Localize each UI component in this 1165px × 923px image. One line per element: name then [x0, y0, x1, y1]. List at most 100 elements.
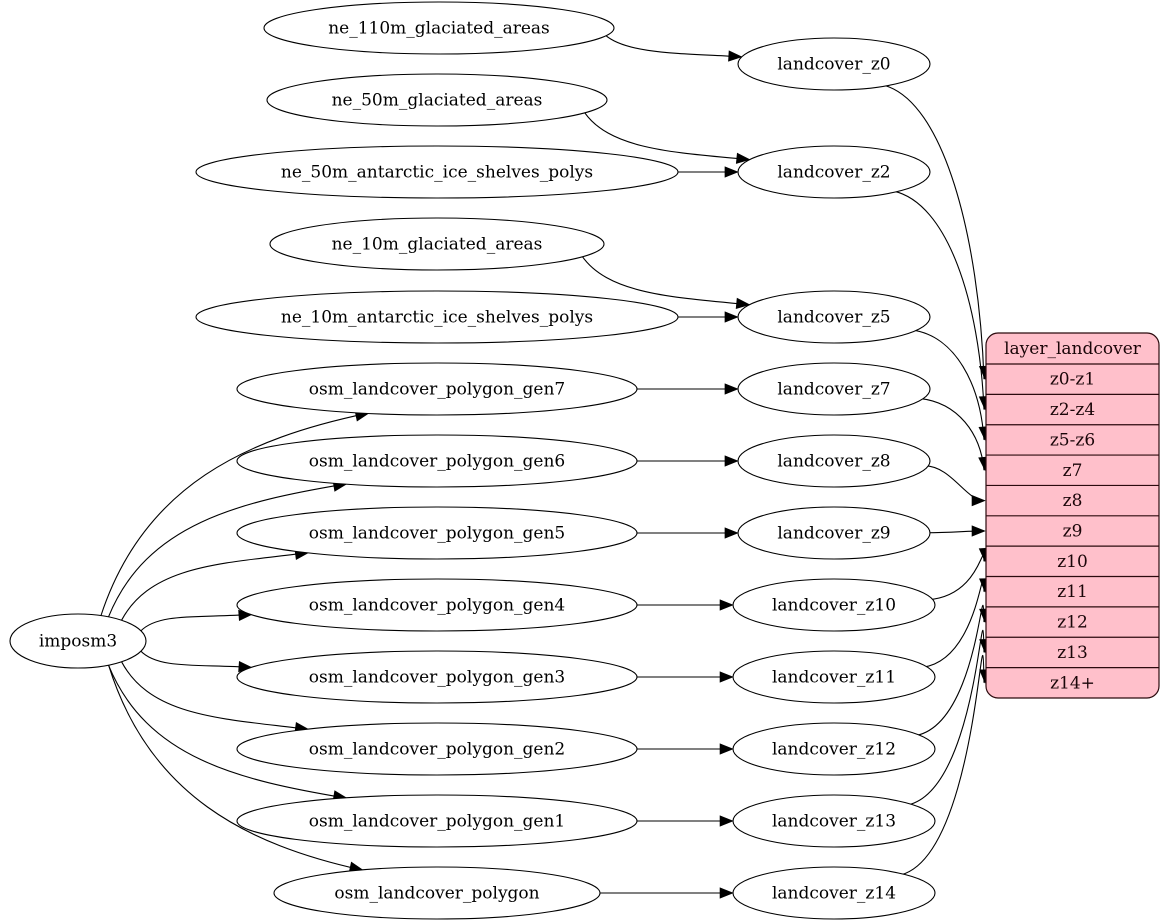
edge-imposm3-to-osm_landcover_polygon_gen4	[140, 609, 253, 632]
node-osm_landcover_polygon_gen4[interactable]: osm_landcover_polygon_gen4	[236, 578, 638, 632]
node-label: landcover_z11	[772, 668, 896, 688]
edge-ne_50m_antarctic_ice_shelves_polys-to-landcover_z2	[675, 166, 739, 178]
layer-node-ellipse	[737, 362, 931, 416]
node-ne_50m_antarctic_ice_shelves_polys[interactable]: ne_50m_antarctic_ice_shelves_polys	[195, 145, 679, 199]
edge-line	[120, 552, 308, 621]
layer-node-ellipse	[732, 794, 936, 848]
input-node-ellipse	[236, 506, 638, 560]
layer-node-ellipse	[737, 290, 931, 344]
edge-osm_landcover_polygon_gen3-to-landcover_z11	[635, 671, 734, 683]
table-row-z8[interactable]: z8	[1063, 491, 1083, 511]
input-node-ellipse	[236, 794, 638, 848]
layer-node-ellipse	[737, 434, 931, 488]
edge-arrowhead	[971, 494, 986, 507]
layer-node-ellipse	[732, 722, 936, 776]
node-label: osm_landcover_polygon_gen3	[309, 668, 565, 688]
edge-line	[107, 664, 363, 871]
node-landcover_z11[interactable]: landcover_z11	[732, 650, 936, 704]
edge-line	[923, 580, 985, 668]
edge-landcover_z11-to-layer_landcover-z11	[923, 578, 991, 668]
layer-node-ellipse	[732, 866, 936, 920]
input-node-ellipse	[236, 722, 638, 776]
edge-arrowhead	[724, 383, 739, 395]
node-label: landcover_z12	[772, 740, 896, 760]
node-landcover_z14[interactable]: landcover_z14	[732, 866, 936, 920]
node-osm_landcover_polygon[interactable]: osm_landcover_polygon	[273, 866, 601, 920]
edge-landcover_z10-to-layer_landcover-z10	[928, 547, 991, 601]
edge-arrowhead	[735, 152, 751, 164]
node-imposm3[interactable]: imposm3	[9, 613, 147, 669]
input-node-ellipse	[236, 434, 638, 488]
edge-line	[924, 465, 985, 502]
table-row-z9[interactable]: z9	[1063, 521, 1083, 541]
edge-arrowhead	[719, 671, 734, 683]
edge-line	[900, 654, 985, 876]
layer-node-ellipse	[737, 145, 931, 199]
edge-line	[584, 112, 749, 161]
node-osm_landcover_polygon_gen1[interactable]: osm_landcover_polygon_gen1	[236, 794, 638, 848]
table-row-z7[interactable]: z7	[1063, 461, 1083, 481]
node-osm_landcover_polygon_gen5[interactable]: osm_landcover_polygon_gen5	[236, 506, 638, 560]
table-row-z13[interactable]: z13	[1057, 643, 1088, 663]
node-landcover_z8[interactable]: landcover_z8	[737, 434, 931, 488]
edge-line	[893, 190, 985, 410]
table-layer: layer_landcoverz0-z1z2-z4z5-z6z7z8z9z10z…	[985, 332, 1160, 699]
edge-line	[107, 664, 346, 799]
input-node-ellipse	[236, 650, 638, 704]
edge-ne_10m_antarctic_ice_shelves_polys-to-landcover_z5	[675, 311, 739, 323]
input-node-ellipse	[263, 1, 615, 55]
input-node-ellipse	[195, 290, 679, 344]
table-row-z14+[interactable]: z14+	[1050, 673, 1095, 693]
node-landcover_z7[interactable]: landcover_z7	[737, 362, 931, 416]
edge-arrowhead	[728, 50, 743, 62]
input-node-ellipse	[236, 362, 638, 416]
input-node-ellipse	[269, 217, 605, 271]
edge-ne_50m_glaciated_areas-to-landcover_z2	[584, 112, 751, 164]
layer-node-ellipse	[737, 506, 931, 560]
node-osm_landcover_polygon_gen6[interactable]: osm_landcover_polygon_gen6	[236, 434, 638, 488]
node-landcover_z2[interactable]: landcover_z2	[737, 145, 931, 199]
node-landcover_z10[interactable]: landcover_z10	[732, 578, 936, 632]
table-node-layer_landcover[interactable]: layer_landcoverz0-z1z2-z4z5-z6z7z8z9z10z…	[985, 332, 1160, 699]
table-row-z2-z4[interactable]: z2-z4	[1050, 400, 1095, 420]
table-row-z10[interactable]: z10	[1057, 552, 1088, 572]
edge-ne_10m_glaciated_areas-to-landcover_z5	[581, 255, 751, 310]
table-row-z11[interactable]: z11	[1057, 582, 1088, 602]
node-layer: imposm3 ne_110m_glaciated_areas ne_50m_gla…	[9, 1, 936, 920]
node-landcover_z5[interactable]: landcover_z5	[737, 290, 931, 344]
edge-osm_landcover_polygon_gen5-to-landcover_z9	[635, 527, 739, 539]
input-node-ellipse	[273, 866, 601, 920]
layer-node-ellipse	[737, 37, 931, 91]
edge-line	[107, 483, 346, 618]
edge-osm_landcover_polygon_gen4-to-landcover_z10	[635, 599, 734, 611]
node-ne_110m_glaciated_areas[interactable]: ne_110m_glaciated_areas	[263, 1, 615, 55]
edge-arrowhead	[735, 297, 751, 310]
node-label: ne_10m_glaciated_areas	[332, 235, 543, 255]
node-ne_10m_antarctic_ice_shelves_polys[interactable]: ne_10m_antarctic_ice_shelves_polys	[195, 290, 679, 344]
node-osm_landcover_polygon_gen2[interactable]: osm_landcover_polygon_gen2	[236, 722, 638, 776]
edge-line	[928, 554, 985, 601]
node-landcover_z13[interactable]: landcover_z13	[732, 794, 936, 848]
edge-line	[912, 329, 985, 440]
node-ne_10m_glaciated_areas[interactable]: ne_10m_glaciated_areas	[269, 217, 605, 271]
edge-landcover_z9-to-layer_landcover-z9	[926, 525, 986, 537]
input-node-ellipse	[236, 578, 638, 632]
edge-osm_landcover_polygon_gen7-to-landcover_z7	[635, 383, 739, 395]
node-osm_landcover_polygon_gen7[interactable]: osm_landcover_polygon_gen7	[236, 362, 638, 416]
edge-arrowhead	[724, 311, 739, 323]
table-row-z12[interactable]: z12	[1057, 613, 1088, 633]
edge-arrowhead	[724, 455, 739, 467]
node-label: landcover_z5	[777, 308, 890, 328]
node-ne_50m_glaciated_areas[interactable]: ne_50m_glaciated_areas	[266, 73, 608, 127]
edge-osm_landcover_polygon-to-landcover_z14	[598, 887, 734, 899]
node-landcover_z12[interactable]: landcover_z12	[732, 722, 936, 776]
node-landcover_z0[interactable]: landcover_z0	[737, 37, 931, 91]
node-osm_landcover_polygon_gen3[interactable]: osm_landcover_polygon_gen3	[236, 650, 638, 704]
table-row-z5-z6[interactable]: z5-z6	[1050, 430, 1095, 450]
table-row-z0-z1[interactable]: z0-z1	[1050, 370, 1095, 390]
node-landcover_z9[interactable]: landcover_z9	[737, 506, 931, 560]
edge-osm_landcover_polygon_gen2-to-landcover_z12	[634, 743, 734, 755]
edge-landcover_z8-to-layer_landcover-z8	[924, 465, 986, 507]
node-label: osm_landcover_polygon_gen5	[309, 524, 565, 544]
edge-line	[581, 255, 749, 306]
